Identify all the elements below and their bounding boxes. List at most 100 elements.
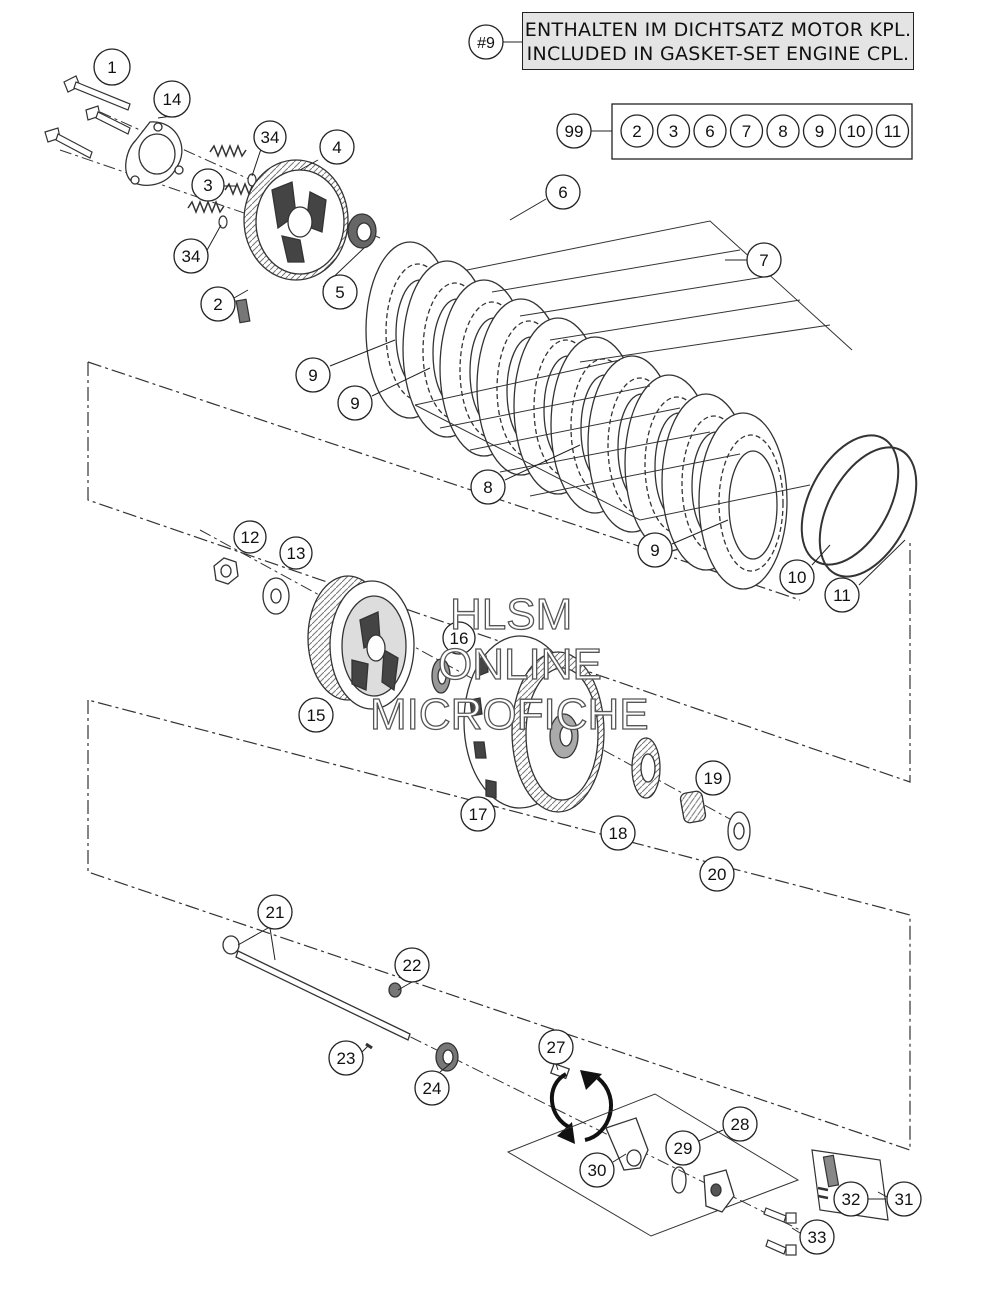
- bleeder-kit-part-31: [811, 1149, 889, 1221]
- callout-circle: [665, 1130, 701, 1166]
- callout-number-19: 19: [704, 769, 723, 788]
- callout-circle: [93, 48, 131, 86]
- callout-leader-line: [671, 519, 729, 545]
- outer-basket-part-17: [463, 635, 605, 813]
- kit-item-circle: [620, 114, 654, 148]
- callout-circle: [233, 520, 267, 554]
- kit-item-circle: [729, 114, 764, 148]
- oring-part-29: [671, 1166, 687, 1194]
- callout-number-3: 3: [203, 176, 212, 195]
- bolts-part-33: [763, 1207, 797, 1256]
- kit-item-3: 3: [669, 122, 678, 141]
- callout-leader-line: [555, 1063, 559, 1071]
- kit-item-circle: [766, 114, 800, 148]
- callout-circle: [779, 559, 815, 595]
- callout-leader-line: [397, 981, 413, 991]
- callout-circle: [298, 697, 334, 733]
- kit-item-10: 10: [847, 122, 866, 141]
- callout-number-8: 8: [483, 478, 492, 497]
- ring-parts-10-11: [800, 434, 918, 578]
- callout-leader-line: [509, 198, 547, 221]
- callout-leader-line: [791, 1227, 801, 1234]
- callout-circle: [328, 1040, 364, 1076]
- callout-number-4: 4: [332, 138, 341, 157]
- washer-part-20: [727, 811, 751, 851]
- bolt-part-1: [44, 75, 131, 159]
- callout-circle: [470, 469, 506, 505]
- watermark-line-2: ONLINE: [437, 639, 602, 689]
- callout-circle: [538, 1029, 574, 1065]
- callout-number-30: 30: [588, 1161, 607, 1180]
- disc-leader-lines: [414, 220, 853, 521]
- kit-item-circle: [802, 114, 837, 148]
- ring-part-16: [431, 658, 451, 694]
- callout-number-17: 17: [469, 805, 488, 824]
- callout-circle: [257, 894, 293, 930]
- callout-circle: [295, 357, 331, 393]
- callout-circle: [886, 1181, 922, 1217]
- callout-leader-line: [237, 927, 269, 946]
- kit-item-circle: [693, 114, 727, 148]
- callout-number-13: 13: [287, 544, 306, 563]
- callout-number-22: 22: [403, 956, 422, 975]
- callout-number-23: 23: [337, 1049, 356, 1068]
- callout-number-31: 31: [895, 1190, 914, 1209]
- callout-leader-line: [233, 289, 249, 299]
- group-frame-lower: [87, 699, 911, 1151]
- callout-leader-line: [299, 159, 319, 171]
- disc-bore: [728, 450, 778, 560]
- callout-number-33: 33: [808, 1228, 827, 1247]
- kit-item-circle: [875, 114, 910, 148]
- group-frame-upper: [87, 361, 911, 783]
- gasket-set-note: ENTHALTEN IM DICHTSATZ MOTOR KPL. INCLUD…: [522, 12, 914, 70]
- callout-circle: [722, 1106, 758, 1142]
- slave-cylinder-part-30: [605, 1117, 649, 1171]
- nut-part-12: [213, 557, 239, 585]
- callout-leader-line: [251, 145, 263, 177]
- callout-circle: [319, 129, 355, 165]
- cover-part-28: [703, 1169, 735, 1213]
- callout-number-14: 14: [163, 90, 182, 109]
- callout-number-6: 6: [558, 183, 567, 202]
- needle-bearing-part-19: [679, 790, 707, 824]
- callout-leader-line: [439, 1063, 451, 1073]
- callout-number-16: 16: [450, 629, 469, 648]
- kit-item-11: 11: [884, 122, 902, 141]
- callout-number-1: 1: [107, 58, 116, 77]
- screw-part-2: [235, 298, 251, 324]
- kit-item-8: 8: [778, 122, 787, 141]
- callout-number-9: 9: [308, 366, 317, 385]
- callout-leader-line: [205, 224, 222, 253]
- bush-part-22: [388, 982, 402, 998]
- callout-number-24: 24: [423, 1079, 442, 1098]
- watermark-line-3: MICROFICHE: [369, 689, 649, 739]
- callout-leader-line: [877, 1191, 888, 1198]
- kit-item-7: 7: [742, 122, 751, 141]
- callout-number-15: 15: [307, 706, 326, 725]
- callout-number-34: 34: [182, 247, 201, 266]
- push-rod-part-21: [222, 935, 411, 1041]
- callout-circle: [824, 577, 860, 613]
- callout-number-9: 9: [650, 541, 659, 560]
- callout-number-9: 9: [350, 394, 359, 413]
- callout-circle: [600, 815, 636, 851]
- callout-leader-line: [811, 544, 831, 566]
- callout-circle: [414, 1070, 450, 1106]
- callout-circle: [153, 80, 191, 118]
- callout-number-21: 21: [266, 903, 285, 922]
- callout-circle: [337, 385, 373, 421]
- callout-circle: [322, 274, 358, 310]
- callout-circle: [637, 532, 673, 568]
- callout-number-28: 28: [731, 1115, 750, 1134]
- bearing-part-24: [435, 1042, 459, 1072]
- note-line-en: INCLUDED IN GASKET-SET ENGINE CPL.: [526, 43, 910, 65]
- callout-circle: [579, 1152, 615, 1188]
- note-line-de: ENTHALTEN IM DICHTSATZ MOTOR KPL.: [524, 19, 912, 41]
- callout-circle: [253, 120, 287, 154]
- plate-part-14: [125, 121, 184, 186]
- callout-leader-line: [371, 367, 431, 397]
- callout-leader-line: [329, 339, 396, 367]
